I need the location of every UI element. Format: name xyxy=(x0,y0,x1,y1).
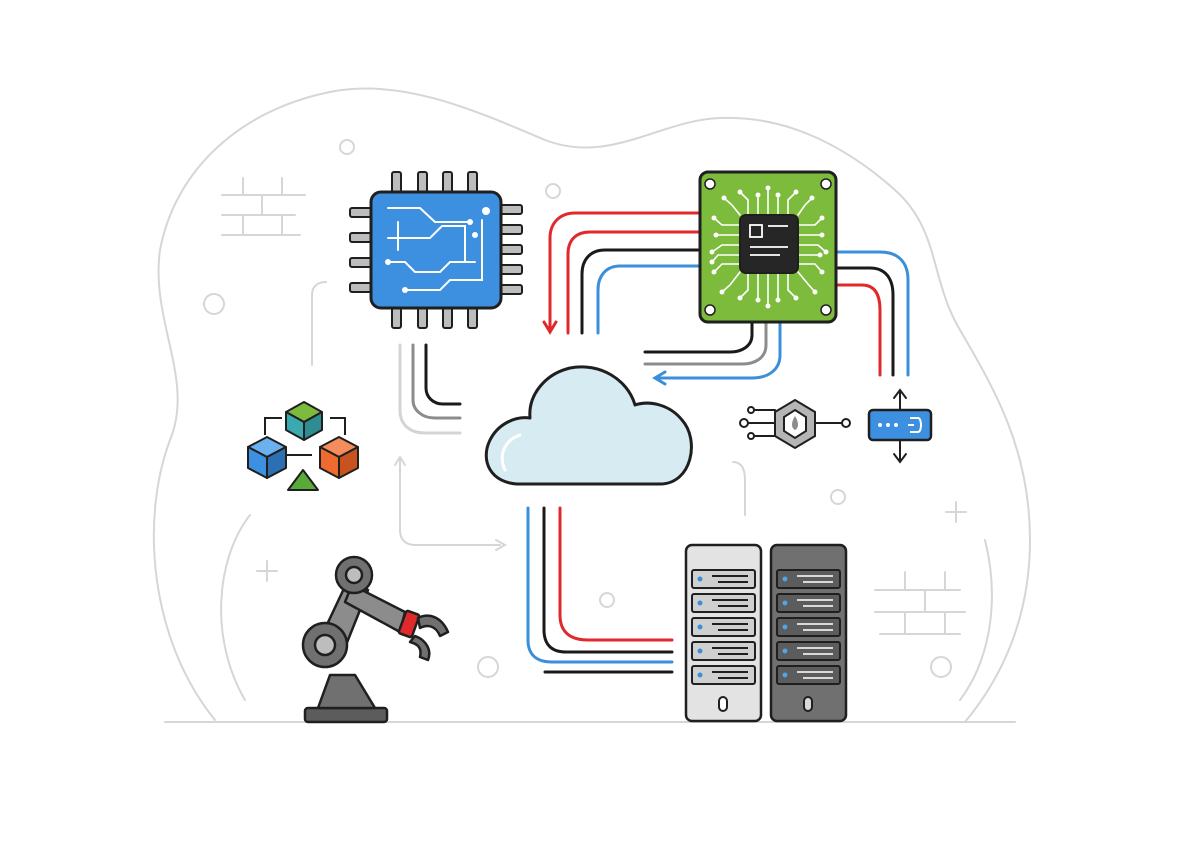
decor-circle xyxy=(339,139,355,155)
decor-circle xyxy=(545,183,561,199)
decor-circle xyxy=(930,656,952,678)
network-module-icon xyxy=(867,388,933,464)
modular-cubes-icon xyxy=(247,401,359,491)
brick-wall-right-icon xyxy=(874,571,966,635)
wire-bundle-cloud-to-servers xyxy=(526,506,674,674)
hexagon-sensor-icon xyxy=(739,398,851,450)
arrow-head xyxy=(394,455,406,466)
wire-bundle-pcb-to-cloud-top xyxy=(542,211,702,335)
decor-plus xyxy=(945,501,967,523)
inner-arc-left xyxy=(220,514,251,701)
background-blob-outline xyxy=(152,87,1032,723)
robotic-arm-icon xyxy=(301,555,450,724)
pcb-board-icon xyxy=(698,170,838,324)
wire-bundle-pcb-to-module xyxy=(834,250,910,377)
inner-arc-right xyxy=(959,539,993,701)
decor-connector xyxy=(311,281,327,366)
microchip xyxy=(739,214,799,274)
cloud-icon xyxy=(484,365,693,486)
decor-connector xyxy=(732,461,746,516)
decor-connector xyxy=(399,459,501,546)
decor-circle xyxy=(599,592,615,608)
decor-plus xyxy=(256,560,278,582)
cpu-chip-icon xyxy=(349,171,523,329)
server-rack-icon xyxy=(684,543,848,723)
arrow-head xyxy=(495,539,508,551)
wire-bundle-cpu-to-cloud xyxy=(398,343,462,435)
decor-circle xyxy=(203,293,225,315)
decor-circle xyxy=(830,489,846,505)
brick-wall-left-icon xyxy=(221,177,306,236)
decor-circle xyxy=(477,656,499,678)
wire-bundle-pcb-bottom xyxy=(643,320,782,386)
